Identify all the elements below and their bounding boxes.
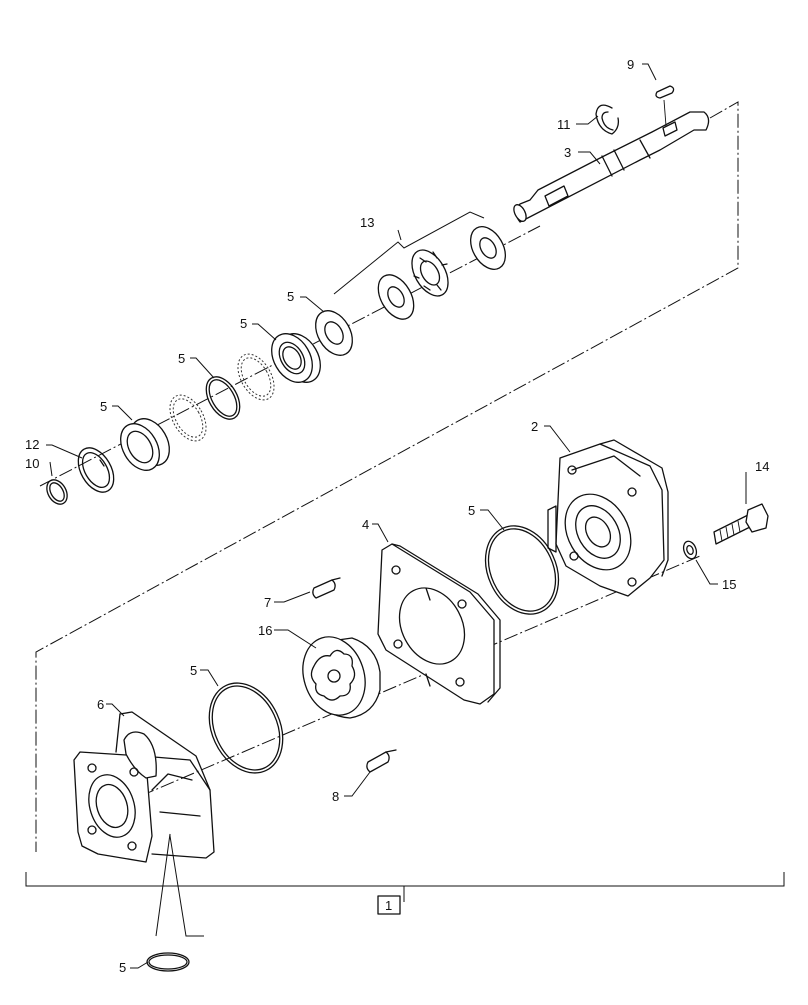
callout-14: 14 [755,459,769,474]
part-14-bolt[interactable] [713,503,769,545]
part-6-flange-housing[interactable] [73,711,215,863]
part-2-housing[interactable] [547,439,669,597]
leader-o-ring-6 [155,833,204,937]
part-12-snap-ring[interactable] [71,442,121,499]
callout-13: 13 [360,215,374,230]
part-4-wear-plate[interactable] [377,543,501,705]
callout-9: 9 [627,57,634,72]
callout-5: 5 [119,960,126,975]
callout-5: 5 [178,351,185,366]
callout-16: 16 [258,623,272,638]
part-9-key[interactable] [655,85,675,99]
part-7-dowel-pin[interactable] [312,577,341,599]
part-13-thrust-bearing[interactable] [371,221,512,326]
callout-11: 11 [557,117,571,132]
part-5-bearing[interactable] [263,326,328,389]
part-10-o-ring[interactable] [43,476,72,508]
callout-8: 8 [332,789,339,804]
callout-2: 2 [531,419,538,434]
part-5-seal-dotted-a[interactable] [231,348,282,406]
callout-12: 12 [25,437,39,452]
part-15-washer[interactable] [681,539,698,560]
callout-4: 4 [362,517,369,532]
callout-5: 5 [468,503,475,518]
callout-labels: 9 11 3 13 5 5 5 5 12 10 2 14 15 5 4 7 16… [25,57,769,975]
callout-5: 5 [100,399,107,414]
part-3-shaft[interactable] [511,99,710,223]
callout-1: 1 [385,898,392,913]
part-5-seal-dotted-b[interactable] [163,389,214,447]
part-5-washer[interactable] [308,304,360,362]
part-5-ring[interactable] [199,371,246,425]
part-11-snap-ring[interactable] [595,104,620,135]
part-16-gerotor[interactable] [293,629,381,724]
part-5-large-o-ring-lower[interactable] [195,671,296,785]
callout-3: 3 [564,145,571,160]
callout-5: 5 [240,316,247,331]
part-5-small-o-ring[interactable] [146,952,190,972]
callout-6: 6 [97,697,104,712]
callout-10: 10 [25,456,39,471]
callout-5: 5 [287,289,294,304]
assembly-bracket [25,872,785,902]
part-5-bushing[interactable] [113,412,177,477]
part-1-callout-box [377,895,401,915]
callout-15: 15 [722,577,736,592]
part-8-dowel-pin[interactable] [366,749,397,773]
callout-5: 5 [190,663,197,678]
leader-lines [46,63,747,969]
callout-7: 7 [264,595,271,610]
